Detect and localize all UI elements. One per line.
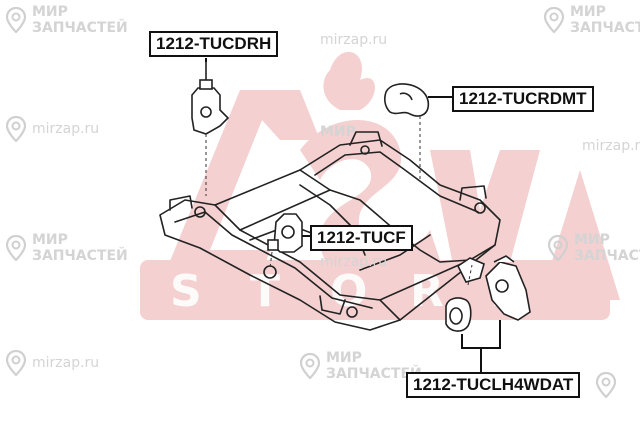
part-label-tucrdmt[interactable]: 1212-TUCRDMT — [452, 86, 594, 112]
watermark-brand-top: МИР — [570, 4, 606, 20]
watermark-url-text: mirzap.ru — [32, 121, 100, 137]
watermark-url-left: mirzap.ru — [6, 116, 99, 142]
mount-tucrdmt-drawing — [384, 83, 430, 117]
part-label-tucdrh[interactable]: 1212-TUCDRH — [149, 31, 279, 57]
svg-text:S: S — [170, 266, 202, 317]
watermark-brand-bottom: ЗАПЧАСТЕЙ — [326, 366, 422, 382]
watermark-brand-top: МИР — [326, 350, 362, 366]
watermark-center-brand: МИР — [320, 124, 356, 140]
leader-lines — [205, 58, 501, 372]
watermark-top-left: МИР ЗАПЧАСТЕЙ — [6, 4, 128, 36]
location-pin-icon — [6, 7, 26, 33]
part-label-tucf[interactable]: 1212-TUCF — [310, 225, 413, 251]
location-pin-icon — [6, 235, 26, 261]
location-pin-icon — [544, 7, 564, 33]
mount-tucdrh-drawing — [191, 62, 230, 135]
mount-tuclh4wdat-drawing — [445, 255, 531, 332]
watermark-brand-bottom: ЗАПЧАСТЕЙ — [32, 248, 128, 264]
watermark-mid-right: МИР ЗАПЧАСТЕЙ — [548, 232, 640, 264]
watermark-brand-top: МИР — [574, 232, 610, 248]
watermark-url-bottom-left: mirzap.ru — [6, 350, 99, 376]
watermark-top-right: МИР ЗАПЧАСТЕЙ — [544, 4, 640, 36]
location-pin-icon — [300, 353, 320, 379]
part-label-tuclh4wdat[interactable]: 1212-TUCLH4WDAT — [406, 372, 581, 398]
mount-tucf-drawing — [267, 213, 303, 253]
watermark-url-text: mirzap.ru — [32, 355, 100, 371]
watermark-bottom-right-pin — [595, 371, 617, 402]
watermark-url-right: mirzap.ru — [582, 138, 640, 154]
location-pin-icon — [548, 235, 568, 261]
location-pin-icon — [6, 350, 26, 376]
watermark-brand-top: МИР — [32, 4, 68, 20]
watermark-brand-top: МИР — [320, 124, 356, 140]
watermark-url-center: mirzap.ru — [320, 254, 388, 270]
watermark-brand-bottom: ЗАПЧАСТЕЙ — [574, 248, 640, 264]
location-pin-icon — [6, 116, 26, 142]
location-pin-icon — [595, 371, 617, 399]
watermark-url-top: mirzap.ru — [320, 32, 388, 48]
watermark-brand-bottom: ЗАПЧАСТЕЙ — [32, 20, 128, 36]
watermark-bottom-center: МИР ЗАПЧАСТЕЙ — [300, 350, 422, 382]
dashed-guides — [205, 116, 473, 286]
watermark-mid-left: МИР ЗАПЧАСТЕЙ — [6, 232, 128, 264]
watermark-brand-top: МИР — [32, 232, 68, 248]
subframe-outline — [159, 131, 501, 331]
watermark-brand-bottom: ЗАПЧАСТЕЙ — [570, 20, 640, 36]
